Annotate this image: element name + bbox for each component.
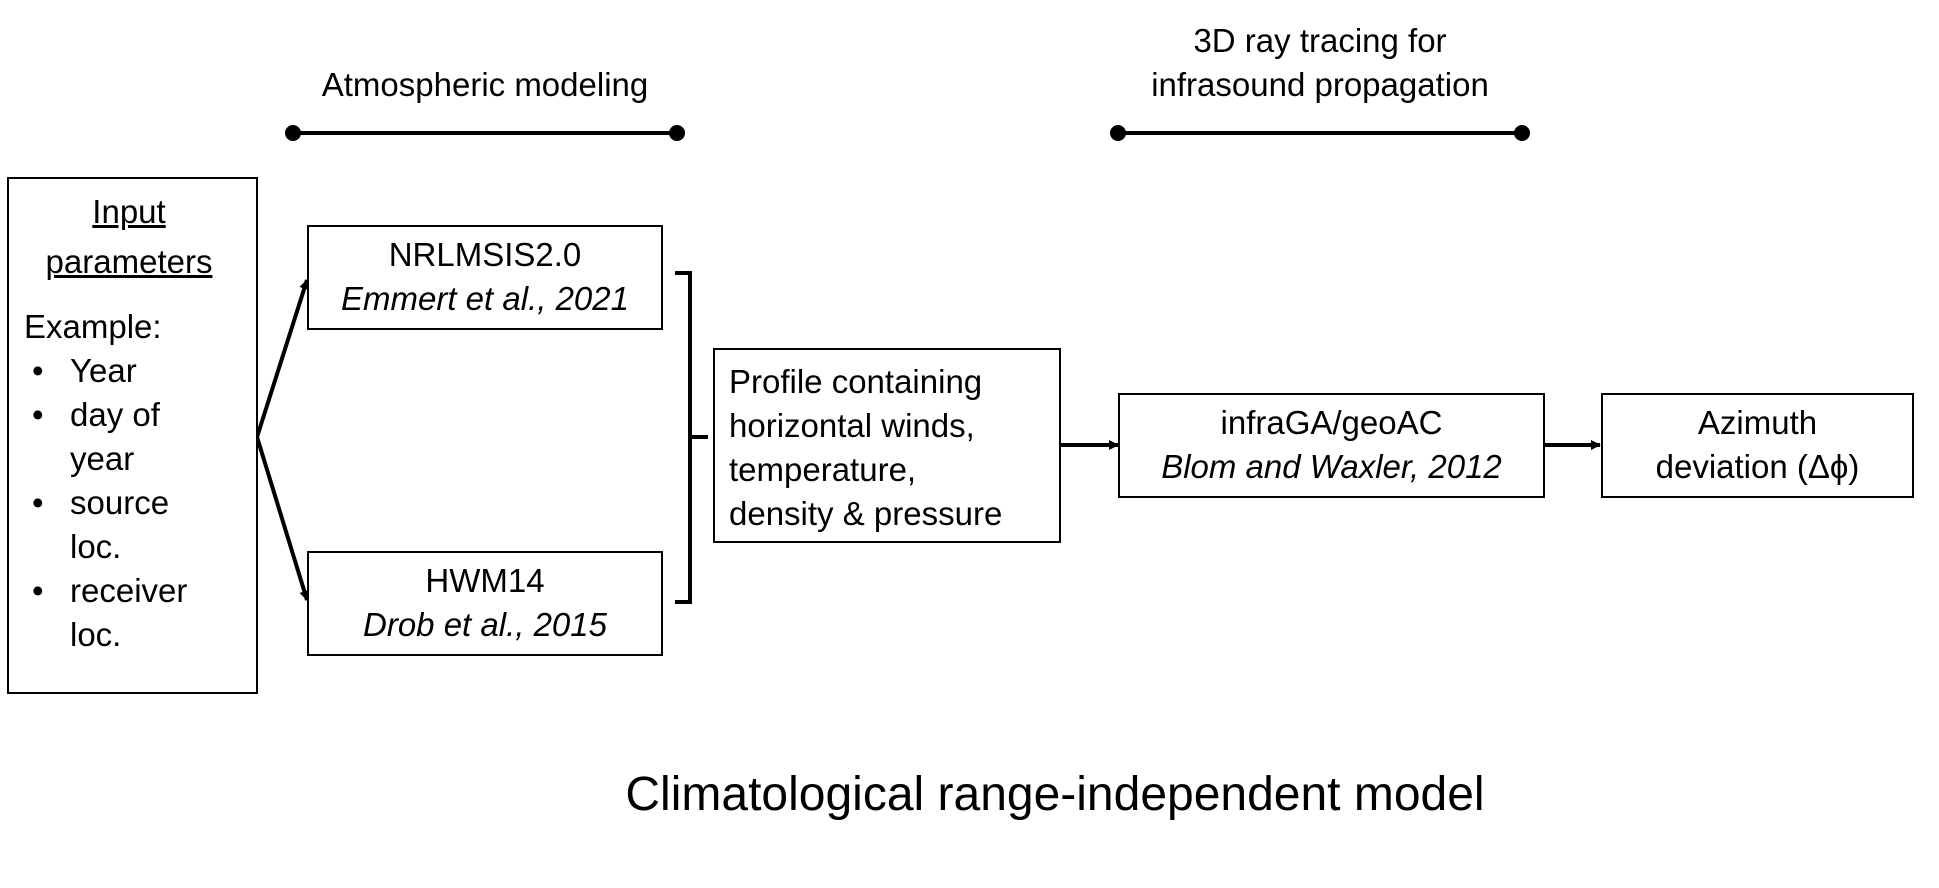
hwm14-box: HWM14 Drob et al., 2015 xyxy=(307,551,663,656)
ray-tracing-line1: 3D ray tracing for xyxy=(1193,22,1447,59)
azimuth-line1: Azimuth xyxy=(1697,404,1818,441)
list-item-text-cont: year xyxy=(70,440,135,477)
infraga-box: infraGA/geoAC Blom and Waxler, 2012 xyxy=(1118,393,1545,498)
nrlmsis-name: NRLMSIS2.0 xyxy=(388,236,582,273)
input-parameters-title: Input parameters xyxy=(14,187,244,287)
atmospheric-modeling-text: Atmospheric modeling xyxy=(321,66,649,103)
hwm14-name: HWM14 xyxy=(425,562,545,599)
list-item-text-cont: loc. xyxy=(70,528,122,565)
list-item: receiver loc. xyxy=(24,569,244,657)
list-item: source loc. xyxy=(24,481,244,569)
list-item-text: source xyxy=(70,484,170,521)
input-parameters-box: Input parameters Example: Year day of yea… xyxy=(7,177,258,694)
arrow-input-to-nrlmsis xyxy=(255,279,310,438)
hwm14-citation: Drob et al., 2015 xyxy=(363,606,607,643)
nrlmsis-box: NRLMSIS2.0 Emmert et al., 2021 xyxy=(307,225,663,330)
raytracing-header-bar xyxy=(1110,125,1530,141)
input-parameter-list: Year day of year source loc. receiver loc. xyxy=(24,349,244,657)
profile-line1: Profile containing xyxy=(729,363,983,400)
infraga-citation: Blom and Waxler, 2012 xyxy=(1161,448,1502,485)
example-label: Example: xyxy=(24,308,162,345)
input-title-line1: Input xyxy=(92,193,166,230)
azimuth-line2: deviation (Δϕ) xyxy=(1655,448,1860,485)
input-title-line2: parameters xyxy=(45,243,213,280)
list-item: Year xyxy=(24,349,244,393)
profile-line3: temperature, xyxy=(729,451,917,488)
list-item-text: Year xyxy=(70,352,137,389)
caption-text: Climatological range-independent model xyxy=(625,768,1485,821)
list-item-text: day of xyxy=(70,396,160,433)
azimuth-box: Azimuth deviation (Δϕ) xyxy=(1601,393,1914,498)
profile-line4: density & pressure xyxy=(729,495,1003,532)
ray-tracing-label: 3D ray tracing for infrasound propagatio… xyxy=(1110,19,1530,107)
profile-line2: horizontal winds, xyxy=(729,407,975,444)
list-item-text: receiver xyxy=(70,572,188,609)
nrlmsis-citation: Emmert et al., 2021 xyxy=(341,280,629,317)
arrow-input-to-hwm xyxy=(255,436,310,601)
diagram-caption: Climatological range-independent model xyxy=(0,765,1939,825)
atmospheric-modeling-label: Atmospheric modeling xyxy=(290,63,680,107)
models-bracket xyxy=(675,271,708,604)
profile-box: Profile containing horizontal winds, tem… xyxy=(713,348,1061,543)
ray-tracing-line2: infrasound propagation xyxy=(1151,66,1489,103)
list-item: day of year xyxy=(24,393,244,481)
infraga-name: infraGA/geoAC xyxy=(1220,404,1443,441)
atmospheric-header-bar xyxy=(285,125,685,141)
list-item-text-cont: loc. xyxy=(70,616,122,653)
